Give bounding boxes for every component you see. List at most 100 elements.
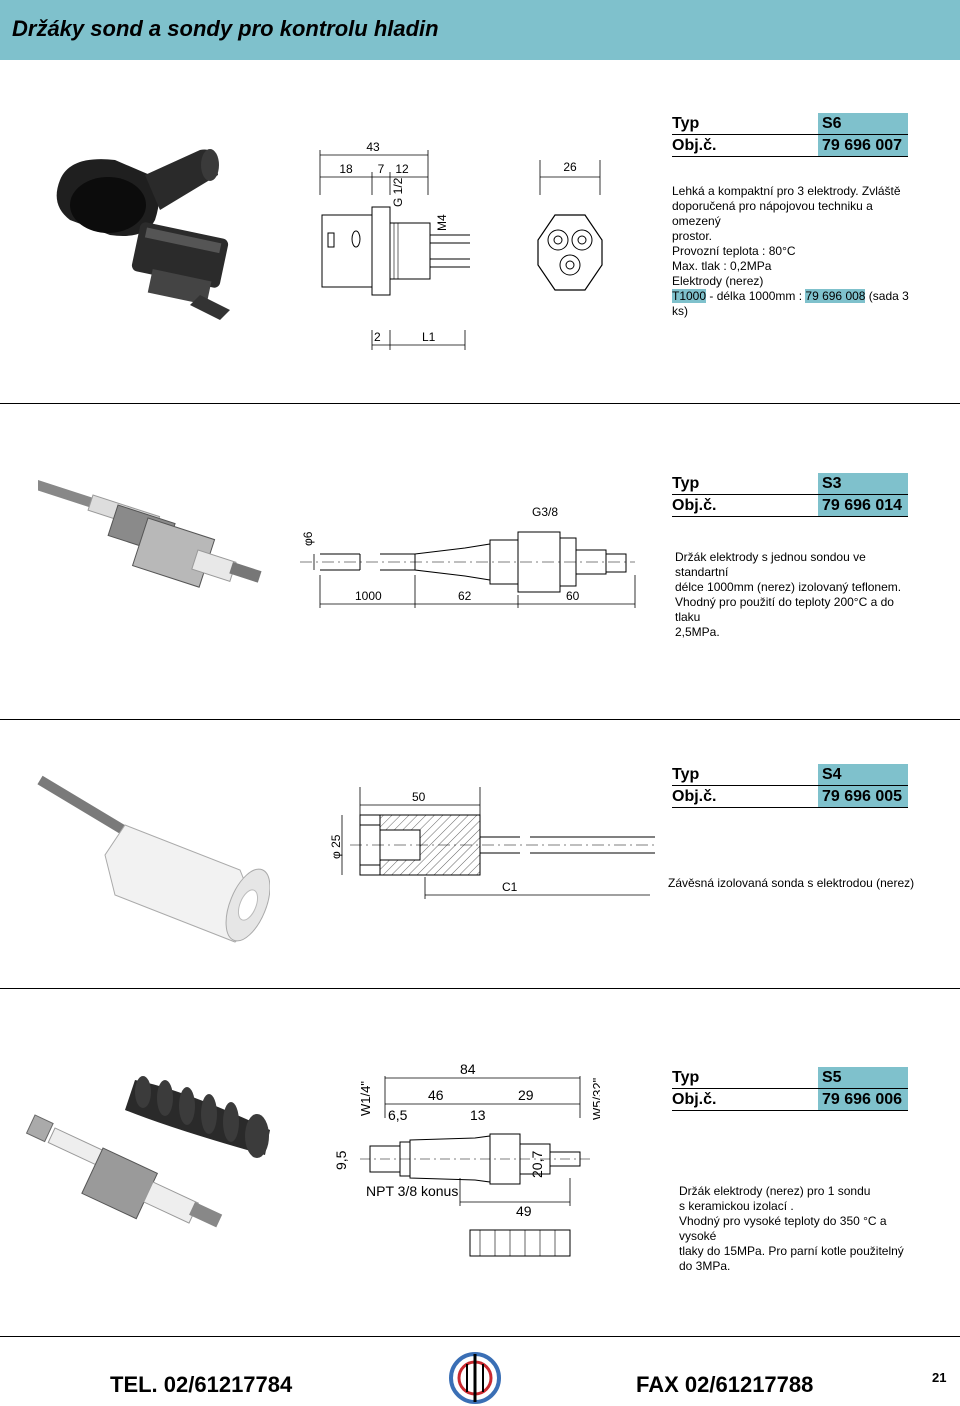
order-value: 79 696 006 [818, 1089, 908, 1111]
desc-line: 2,5MPa. [675, 625, 720, 639]
desc-line: Vhodný pro vysoké teploty do 350 °C a vy… [679, 1214, 887, 1243]
electrode-length: - délka 1000mm : [706, 289, 806, 303]
s6-product-photo [56, 149, 230, 320]
s3-technical-drawing: G3/8 φ6 1000 62 60 [300, 505, 636, 608]
dim-label: 84 [460, 1061, 476, 1077]
order-label: Obj.č. [672, 495, 818, 517]
s3-product-photo [38, 480, 262, 588]
dim-label: 13 [470, 1107, 486, 1123]
dim-label: L1 [422, 330, 436, 344]
dim-label: 18 [339, 162, 353, 176]
dim-label: φ 25 [329, 834, 343, 859]
page-header: Držáky sond a sondy pro kontrolu hladin [0, 0, 960, 60]
section-divider [0, 988, 960, 989]
thread-label: G3/8 [532, 505, 558, 519]
thread-label: G 1/2 [391, 177, 405, 207]
s6-technical-drawing: 43 18 7 12 G 1/2 M4 26 2 L1 [319, 140, 603, 350]
desc-line: prostor. [672, 229, 713, 243]
s6-spec-table: Typ S6 Obj.č. 79 696 007 [672, 113, 908, 157]
company-logo-icon [449, 1352, 501, 1404]
dim-label: 26 [563, 160, 577, 174]
order-label: Obj.č. [672, 135, 818, 157]
dim-label: 46 [428, 1087, 444, 1103]
dim-label: 7 [378, 162, 385, 176]
type-label: Typ [672, 113, 818, 135]
electrode-set: (sada 3 ks) [672, 289, 909, 318]
page-title: Držáky sond a sondy pro kontrolu hladin [12, 16, 439, 41]
desc-line: tlaky do 15MPa. Pro parní kotle použitel… [679, 1244, 904, 1258]
thread-label: W1/4" [358, 1081, 373, 1116]
s5-spec-table: Typ S5 Obj.č. 79 696 006 [672, 1067, 908, 1111]
desc-line: do 3MPa. [679, 1259, 731, 1273]
s5-description: Držák elektrody (nerez) pro 1 sondu s ke… [679, 1184, 919, 1274]
phone-number: TEL. 02/61217784 [110, 1372, 293, 1397]
dim-label: 62 [458, 589, 472, 603]
spec-row-type: Typ S6 [672, 113, 908, 135]
desc-line: doporučená pro nápojovou techniku a omez… [672, 199, 873, 228]
dim-label: C1 [502, 880, 518, 894]
s3-spec-table: Typ S3 Obj.č. 79 696 014 [672, 473, 908, 517]
dim-label: 49 [516, 1203, 532, 1219]
spec-row-type: Typ S3 [672, 473, 908, 495]
desc-line: délce 1000mm (nerez) izolovaný teflonem. [675, 580, 902, 594]
type-value: S4 [818, 764, 908, 786]
type-value: S3 [818, 473, 908, 495]
order-value: 79 696 005 [818, 786, 908, 808]
thread-label: W5/32" [590, 1077, 600, 1120]
s3-description: Držák elektrody s jednou sondou ve stand… [675, 550, 915, 640]
type-label: Typ [672, 1067, 818, 1089]
dim-label: 29 [518, 1087, 534, 1103]
spec-row-type: Typ S4 [672, 764, 908, 786]
dim-label: 9,5 [333, 1150, 349, 1170]
dim-label: 2 [374, 330, 381, 344]
type-label: Typ [672, 764, 818, 786]
order-value: 79 696 007 [818, 135, 908, 157]
electrode-line: T1000 - délka 1000mm : 79 696 008 (sada … [672, 289, 912, 319]
spec-row-order: Obj.č. 79 696 014 [672, 495, 908, 517]
section-divider [0, 719, 960, 720]
electrode-code: T1000 [672, 289, 707, 303]
fax-number: FAX 02/61217788 [636, 1372, 814, 1397]
s4-product-photo [37, 775, 270, 943]
dim-label: 43 [366, 140, 380, 154]
s6-description: Lehká a kompaktní pro 3 elektrody. Zvláš… [672, 184, 912, 319]
dim-label: 1000 [355, 589, 382, 603]
type-value: S5 [818, 1067, 908, 1089]
spec-row-order: Obj.č. 79 696 006 [672, 1089, 908, 1111]
dim-label: 60 [566, 589, 580, 603]
desc-line: Max. tlak : 0,2MPa [672, 259, 772, 273]
electrode-order: 79 696 008 [805, 289, 866, 303]
desc-line: Elektrody (nerez) [672, 274, 764, 288]
s4-technical-drawing: 50 φ 25 C1 [329, 787, 655, 899]
s5-product-photo [25, 1076, 270, 1228]
dim-label: 6,5 [388, 1107, 408, 1123]
order-label: Obj.č. [672, 1089, 818, 1111]
type-label: Typ [672, 473, 818, 495]
dim-label: φ6 [301, 531, 315, 546]
desc-line: Vhodný pro použití do teploty 200°C a do… [675, 595, 894, 624]
spec-row-type: Typ S5 [672, 1067, 908, 1089]
spec-row-order: Obj.č. 79 696 007 [672, 135, 908, 157]
section-divider [0, 403, 960, 404]
dim-label: 12 [395, 162, 409, 176]
s4-spec-table: Typ S4 Obj.č. 79 696 005 [672, 764, 908, 808]
footer-divider [0, 1336, 960, 1337]
order-label: Obj.č. [672, 786, 818, 808]
desc-line: Držák elektrody s jednou sondou ve stand… [675, 550, 866, 579]
desc-line: Držák elektrody (nerez) pro 1 sondu [679, 1184, 871, 1198]
page-footer: TEL. 02/61217784 FAX 02/61217788 21 [0, 1336, 960, 1404]
desc-line: Závěsná izolovaná sonda s elektrodou (ne… [668, 876, 915, 890]
npt-label: NPT 3/8 konus [366, 1183, 458, 1199]
desc-line: Provozní teplota : 80°C [672, 244, 796, 258]
desc-line: s keramickou izolací . [679, 1199, 794, 1213]
order-value: 79 696 014 [818, 495, 908, 517]
spec-row-order: Obj.č. 79 696 005 [672, 786, 908, 808]
desc-line: Lehká a kompaktní pro 3 elektrody. Zvláš… [672, 184, 901, 198]
s5-technical-drawing: W1/4" W5/32" 84 46 29 6,5 13 9,5 20,7 NP… [333, 1061, 600, 1257]
dim-label: 50 [412, 790, 426, 804]
dim-label: 20,7 [529, 1151, 545, 1178]
type-value: S6 [818, 113, 908, 135]
page-number: 21 [932, 1370, 947, 1385]
thread-label: M4 [435, 214, 449, 231]
s4-description: Závěsná izolovaná sonda s elektrodou (ne… [668, 876, 918, 891]
